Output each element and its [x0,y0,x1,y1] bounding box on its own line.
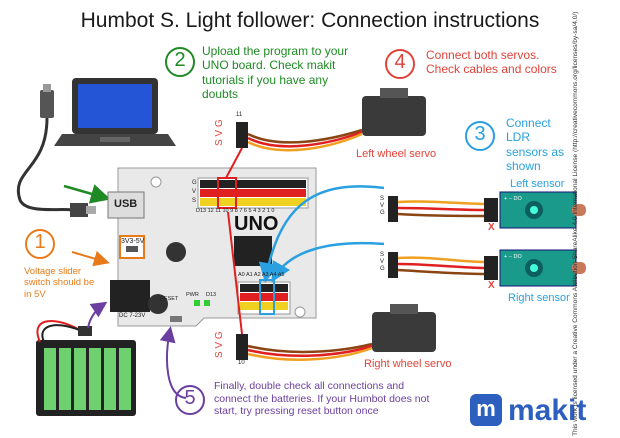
step-2-circle [165,47,195,77]
header-v-label: V [192,189,197,195]
step-3-number: 3 [474,123,486,145]
right-cable-g: G [380,266,385,272]
reset-label: RESET [160,296,179,302]
left-sensor-label: Left sensor [510,178,565,190]
top-servo-lead [225,147,243,179]
left-ldr-sensor [499,191,586,229]
makit-brand: makit [508,394,587,427]
analog-pins-label: A0 A1 A2 A3 A4 A5 [238,272,285,278]
step-1-text: Voltage slider switch should be in 5V [24,266,95,300]
step-1-number: 1 [34,231,46,253]
right-cable-s: S [380,252,385,258]
pwr-label: PWR [186,292,199,298]
right-cable-v: V [380,259,385,265]
top-pin-label: 11 [236,112,243,118]
laptop-icon [54,78,176,146]
usb-cable [16,84,96,217]
voltage-label: 3V3-5V [121,238,145,245]
left-wheel-servo-label: Left wheel servo [356,148,437,160]
step-2-number: 2 [174,49,186,71]
top-svg-label: S V G [214,119,225,146]
step-3-text: Connect LDR sensors as shown [506,116,565,174]
left-x-mark: X [488,222,495,233]
right-wheel-servo [236,304,436,361]
left-sensor-pins: + − DO [504,196,522,202]
left-cable-v: V [380,203,385,209]
step-4-text: Connect both servos. Check cables and co… [426,48,557,77]
dc-label: DC 7-23V [119,313,146,319]
header-s-label: S [192,198,197,204]
step-1-circle [25,229,55,259]
left-sensor-cable [388,196,498,222]
digital-pins-label: D13 12 11 10 9 8 7 6 5 4 3 2 1 0 [196,208,275,214]
step-4-number: 4 [394,51,406,73]
right-x-mark: X [488,280,495,291]
right-sensor-arrow [271,241,385,283]
right-sensor-cable [388,252,498,280]
right-wheel-servo-label: Right wheel servo [364,358,452,370]
reset-arrow [159,326,187,399]
right-sensor-label: Right sensor [508,292,570,304]
makit-logo-icon: m [470,394,502,426]
step-3-circle [465,121,495,151]
analog-header [237,279,291,315]
voltage-arrow [71,250,110,267]
step-5-number: 5 [184,387,196,409]
step-2-text: Upload the program to your UNO board. Ch… [202,44,349,102]
dc-arrow [87,301,108,329]
step-4-circle [385,49,415,79]
uno-label: UNO [234,213,279,235]
header-g-label: G [192,180,197,186]
step-5-circle [175,385,205,415]
right-sensor-pins: + − DO [504,254,522,260]
d13-label: D13 [206,292,217,298]
usb-label: USB [114,198,138,210]
left-sensor-arrow [258,185,385,283]
bottom-svg-label: S V G [214,331,225,358]
usb-arrow [63,184,111,204]
left-cable-g: G [380,210,385,216]
left-cable-s: S [380,196,385,202]
bottom-servo-lead [227,211,243,335]
left-wheel-servo [236,88,426,152]
right-ldr-sensor [499,249,586,287]
bottom-pin-label: 10 [238,360,245,366]
digital-header [197,177,309,209]
step-5-text: Finally, double check all connections an… [214,380,430,418]
battery-pack [36,320,136,416]
license-text: This work is licensed under a Creative C… [572,11,579,436]
page-title: Humbot S. Light follower: Connection ins… [80,9,540,32]
